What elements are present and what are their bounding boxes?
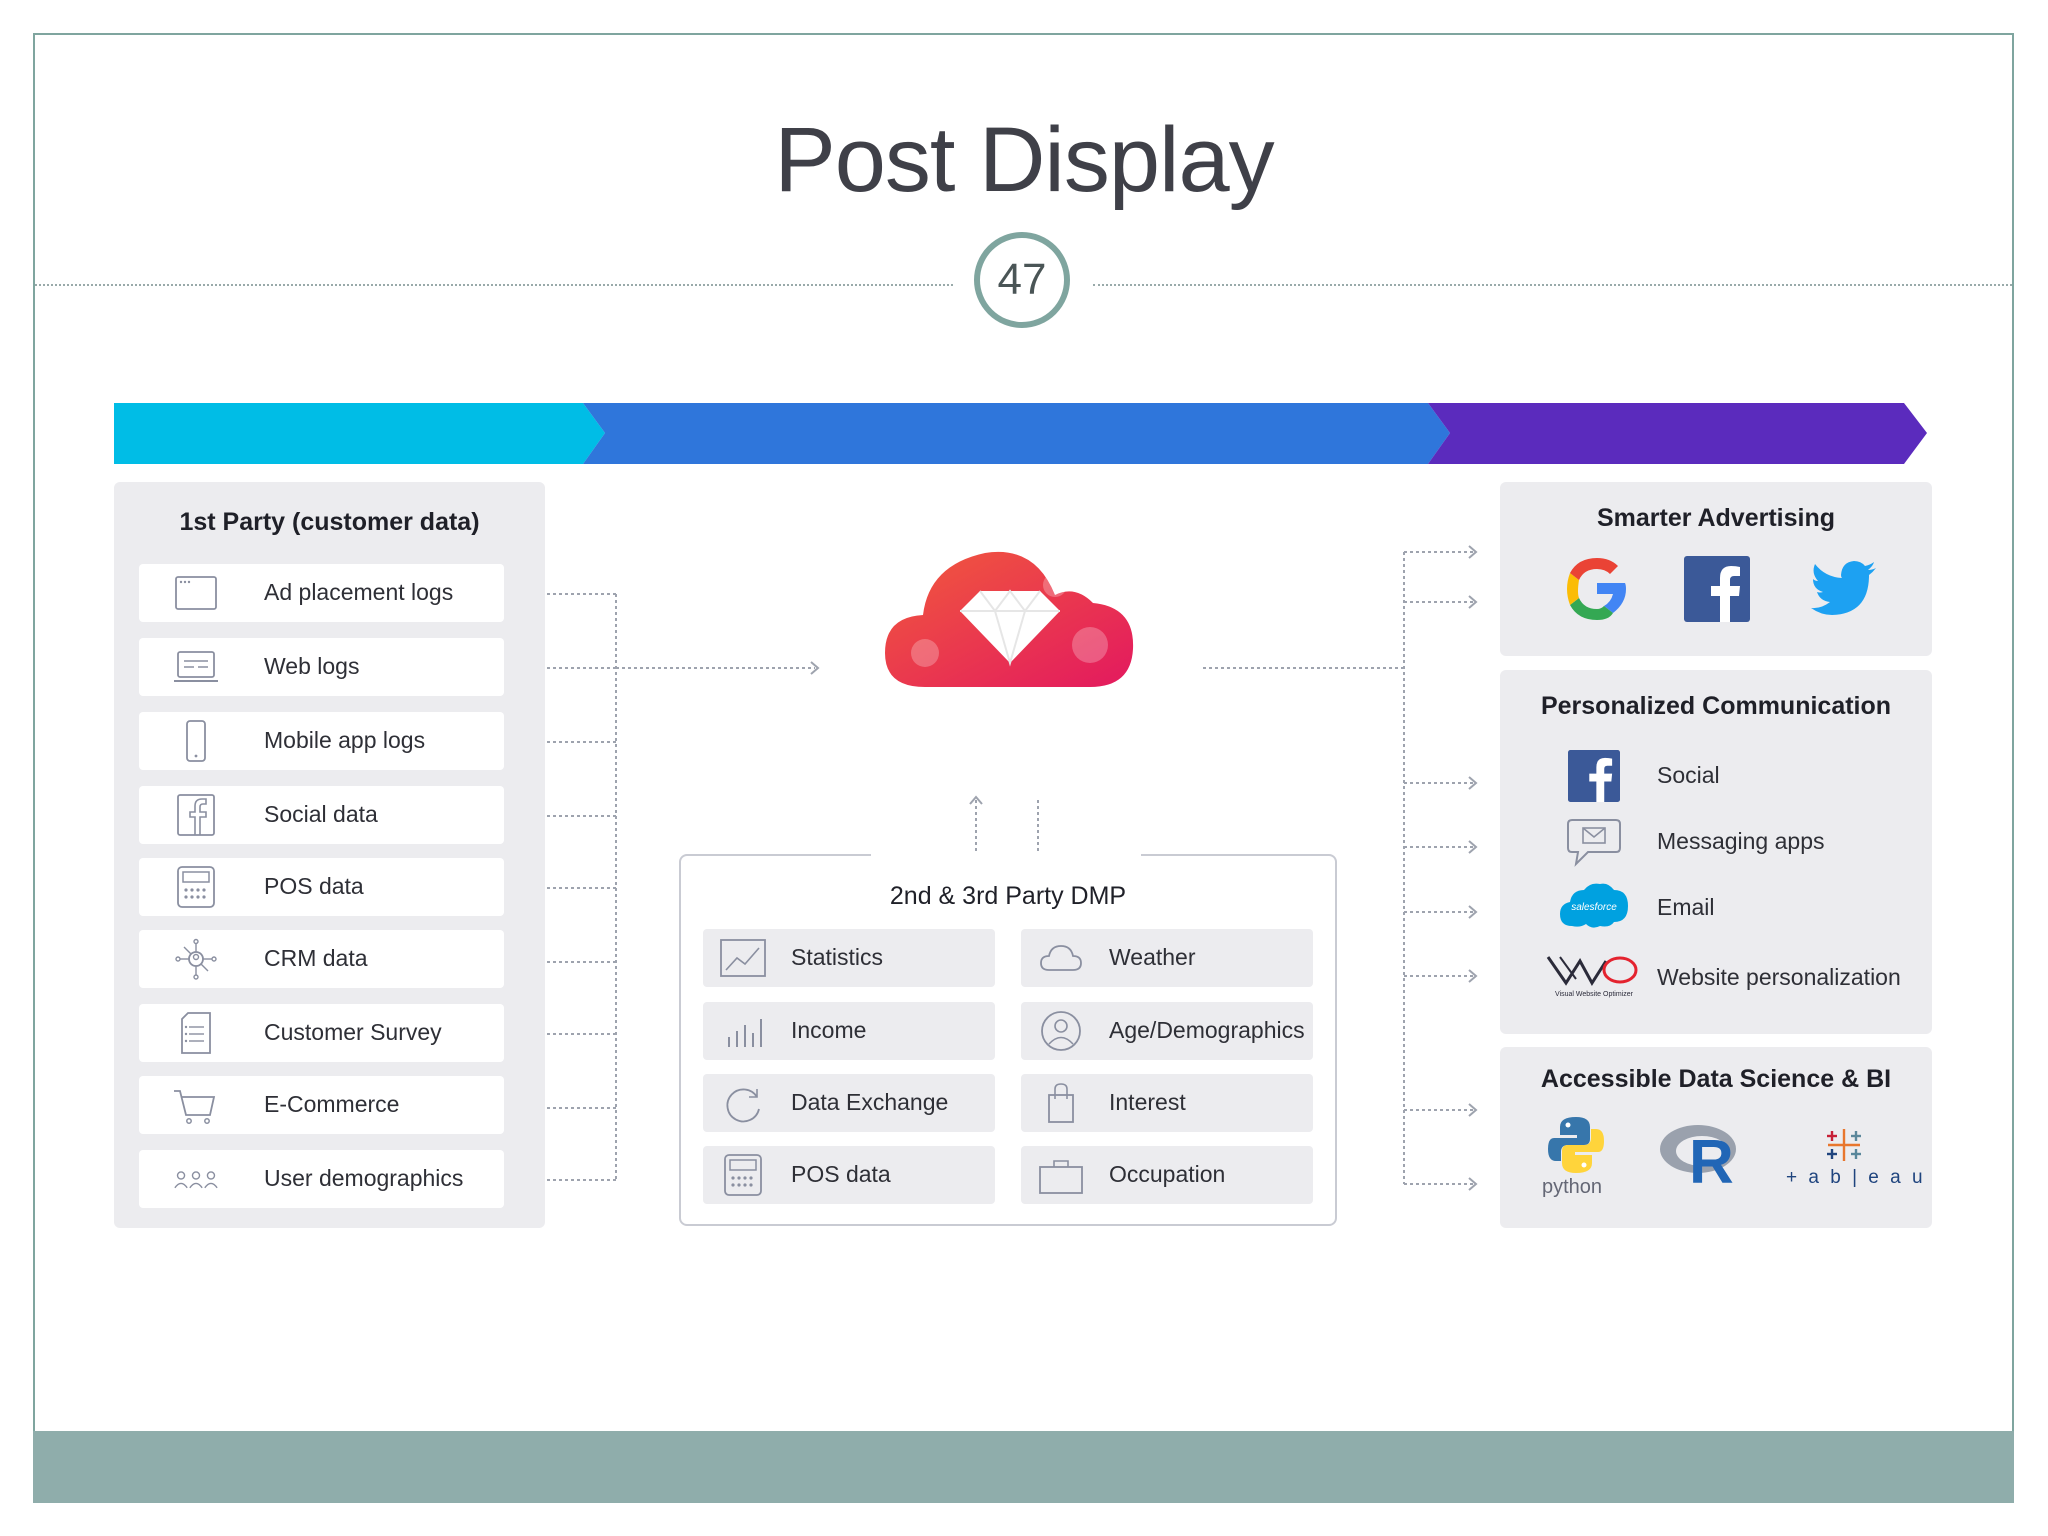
twitter-logo <box>1811 561 1876 615</box>
dmp-item: Weather <box>1021 929 1313 987</box>
google-logo <box>1567 558 1626 620</box>
cloud-icon <box>1040 945 1082 971</box>
channel-label-social: Social <box>1657 762 1720 788</box>
pos-terminal-icon <box>724 1154 762 1196</box>
mobile-phone-icon <box>186 720 206 762</box>
list-item: Web logs <box>139 638 504 696</box>
facebook-logo <box>1684 556 1750 622</box>
dmp-item: Data Exchange <box>703 1074 995 1132</box>
dmp-item: Statistics <box>703 929 995 987</box>
r-wordmark: R <box>1689 1128 1734 1197</box>
item-label: Occupation <box>1109 1161 1226 1187</box>
facebook-logo <box>1568 750 1620 802</box>
dmp-item: Age/Demographics <box>1021 1002 1313 1060</box>
dmp-item: POS data <box>703 1146 995 1204</box>
dmp-item: Interest <box>1021 1074 1313 1132</box>
first-party-card: 1st Party (customer data) Ad placement l… <box>114 482 545 1228</box>
python-logo <box>1548 1117 1604 1173</box>
pos-terminal-icon <box>177 866 215 908</box>
facebook-outline-icon <box>177 794 215 836</box>
vwo-caption: Visual Website Optimizer <box>1555 991 1634 998</box>
title-rule-right <box>1093 284 2012 286</box>
channel-label-email: Email <box>1657 894 1715 920</box>
item-label: User demographics <box>264 1165 464 1191</box>
footer-bar <box>33 1431 2014 1503</box>
channel-label-messaging: Messaging apps <box>1657 828 1825 854</box>
personalized-communication-title: Personalized Communication <box>1540 692 1892 720</box>
item-label: Mobile app logs <box>264 727 426 753</box>
message-bubble-icon <box>1567 819 1621 867</box>
dmp-item: Occupation <box>1021 1146 1313 1204</box>
laptop-icon <box>174 651 218 682</box>
item-label: E-Commerce <box>264 1091 400 1117</box>
list-item: CRM data <box>139 930 504 988</box>
item-label: POS data <box>264 873 364 899</box>
first-party-title: 1st Party (customer data) <box>179 508 480 536</box>
item-label: Interest <box>1109 1089 1186 1115</box>
dmp-cloud-logo <box>885 551 1134 687</box>
line-chart-icon <box>720 939 766 977</box>
python-wordmark: python <box>1542 1176 1603 1198</box>
list-item: User demographics <box>139 1150 504 1208</box>
diamond-icon <box>960 591 1060 663</box>
smarter-advertising-title: Smarter Advertising <box>1596 504 1836 532</box>
arrow-segment-purple <box>1428 403 1927 464</box>
salesforce-logo: salesforce <box>1560 883 1628 928</box>
users-group-icon <box>174 1171 218 1189</box>
title-rule-left <box>35 284 953 286</box>
item-label: CRM data <box>264 945 368 971</box>
arrow-segment-blue <box>583 403 1450 464</box>
shopping-bag-icon <box>1048 1083 1074 1123</box>
browser-window-icon <box>175 576 217 610</box>
list-item: Customer Survey <box>139 1004 504 1062</box>
dmp-title-gap <box>871 852 1141 858</box>
list-item: Social data <box>139 786 504 844</box>
item-label: Web logs <box>264 653 360 679</box>
list-item: E-Commerce <box>139 1076 504 1134</box>
data-science-card: Accessible Data Science & BI python R + … <box>1500 1047 1932 1228</box>
vwo-logo: Visual Website Optimizer <box>1546 956 1638 998</box>
page-number-badge: 47 <box>974 232 1070 328</box>
item-label: Age/Demographics <box>1109 1017 1305 1043</box>
item-label: Social data <box>264 801 378 827</box>
slide-title: Post Display <box>774 109 1274 211</box>
item-label: Ad placement logs <box>264 579 454 605</box>
smarter-advertising-card: Smarter Advertising <box>1500 482 1932 656</box>
bar-chart-icon <box>728 1019 762 1047</box>
crm-network-icon <box>175 938 217 980</box>
shopping-cart-icon <box>174 1090 216 1124</box>
refresh-icon <box>726 1088 760 1123</box>
item-label: Statistics <box>791 944 884 970</box>
briefcase-icon <box>1039 1160 1083 1194</box>
channel-label-website: Website personalization <box>1657 964 1901 990</box>
list-item: Ad placement logs <box>139 564 504 622</box>
item-label: Customer Survey <box>264 1019 442 1045</box>
tableau-wordmark: + a b | e a u <box>1786 1167 1926 1188</box>
list-item: POS data <box>139 858 504 916</box>
data-science-title: Accessible Data Science & BI <box>1540 1065 1892 1093</box>
dmp-item: Income <box>703 1002 995 1060</box>
user-circle-icon <box>1041 1011 1081 1051</box>
dmp-title: 2nd & 3rd Party DMP <box>889 882 1127 910</box>
item-label: POS data <box>791 1161 891 1187</box>
tableau-cross-icon <box>1827 1129 1861 1161</box>
survey-document-icon <box>181 1012 211 1054</box>
personalized-communication-card: Personalized Communication Social Messag… <box>1500 670 1932 1034</box>
list-item: Mobile app logs <box>139 712 504 770</box>
item-label: Weather <box>1109 944 1196 970</box>
item-label: Income <box>791 1017 867 1043</box>
dmp-box: 2nd & 3rd Party DMP Statistics Weather I… <box>679 852 1337 1226</box>
salesforce-wordmark: salesforce <box>1571 902 1617 913</box>
item-label: Data Exchange <box>791 1089 949 1115</box>
r-logo <box>1660 1125 1736 1173</box>
arrow-segment-cyan <box>114 403 605 464</box>
